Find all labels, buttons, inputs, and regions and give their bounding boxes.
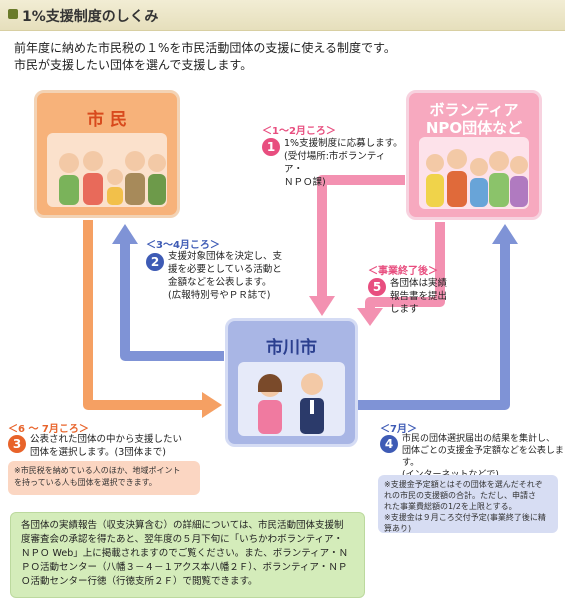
step1-line: 1%支援制度に応募します。: [284, 138, 403, 149]
funding-note-line: ※支援金は９月ころ交付予定(事業終了後に精: [384, 513, 546, 522]
step4-timing: ＜7月＞: [380, 424, 417, 435]
step3-timing: ＜6 ～ 7月ころ＞: [8, 424, 89, 435]
funding-note-line: れた事業費総額の1/2を上限とする。: [384, 502, 517, 511]
city-node: 市川市: [225, 318, 358, 447]
step1-line: ＮＰＯ課): [284, 177, 326, 188]
city-staff-illustration-icon: [238, 362, 345, 436]
citizen-note-line: ※市民税を納めている人のほか、地域ポイント: [14, 466, 181, 475]
report-info-line: Ｏ活動センター行徳（行徳支所２Ｆ）で閲覧できます。: [21, 576, 258, 587]
volunteer-label: ボランティア NPO団体など: [409, 101, 539, 137]
step2-text: 支援対象団体を決定し、支 援を必要としている活動と 金額などを公表します。 (広…: [168, 250, 308, 302]
step5-number: 5: [368, 278, 386, 296]
step5-line: 各団体は実績: [390, 278, 448, 289]
step3-number: 3: [8, 435, 26, 453]
report-info-line: ＮＰＯ Web」上に掲載されますのでご覧ください。また、ボランティア・Ｎ: [21, 548, 349, 559]
step4-number: 4: [380, 435, 398, 453]
header-bullet-icon: [8, 9, 18, 19]
arrow-step1-head: [309, 296, 335, 316]
step2-line: 支援対象団体を決定し、支: [168, 251, 283, 262]
citizen-note: ※市民税を納めている人のほか、地域ポイント を持っている人も団体を選択できます。: [8, 461, 200, 495]
funding-note: ※支援金予定額とはその団体を選んだそれぞ れの市民の支援額の合計。ただし、申請さ…: [378, 475, 558, 533]
arrow-step3-head: [202, 392, 222, 418]
citizen-label: 市 民: [87, 110, 127, 130]
step2-number: 2: [146, 253, 164, 271]
page-title: 1%支援制度のしくみ: [22, 9, 159, 25]
funding-note-line: ※支援金予定額とはその団体を選んだそれぞ: [384, 480, 543, 489]
step4-line: 団体ごとの支援金予定額などを公表します。: [402, 446, 564, 468]
report-info-box: 各団体の実績報告（収支決算含む）の詳細については、市民活動団体支援制 度審査会の…: [10, 512, 365, 598]
step5-line: 報告書を提出: [390, 291, 448, 302]
volunteer-group-illustration-icon: [419, 137, 529, 209]
step2-timing: ＜3～4月ころ＞: [146, 240, 220, 251]
step4-text: 市民の団体選択届出の結果を集計し、 団体ごとの支援金予定額などを公表します。 (…: [402, 433, 564, 481]
arrow-step2: [120, 240, 224, 361]
funding-note-line: れの市民の支援額の合計。ただし、申請さ: [384, 491, 536, 500]
arrow-step3: [83, 220, 205, 410]
arrow-step5-head: [357, 308, 383, 326]
step1-text: 1%支援制度に応募します。 (受付場所:市ボランティア・ ＮＰＯ課): [284, 137, 404, 189]
volunteer-label-line1: ボランティア: [429, 101, 519, 119]
citizen-node: 市 民: [34, 90, 180, 218]
step5-line: します: [390, 304, 419, 315]
arrow-step2-head: [112, 224, 138, 244]
step3-line: 団体を選択します。(3団体まで): [30, 447, 167, 458]
arrow-step4-head: [492, 224, 518, 244]
step1-timing: ＜1～2月ころ＞: [262, 126, 336, 137]
report-info-line: 各団体の実績報告（収支決算含む）の詳細については、市民活動団体支援制: [21, 520, 344, 531]
intro-line-2: 市民が支援したい団体を選んで支援します。: [14, 58, 253, 72]
volunteer-label-line2: NPO団体など: [425, 119, 523, 137]
step1-number: 1: [262, 138, 280, 156]
step2-line: 金額などを公表します。: [168, 277, 272, 288]
step2-line: (広報特別号やＰＲ誌で): [168, 290, 271, 301]
family-illustration-icon: [47, 133, 167, 207]
report-info-line: ＰＯ活動センター（八幡３－４－１アクス本八幡２Ｆ）、ボランティア・ＮＰ: [21, 562, 348, 573]
intro-line-1: 前年度に納めた市民税の１%を市民活動団体の支援に使える制度です。: [14, 41, 396, 55]
volunteer-node: ボランティア NPO団体など: [406, 90, 542, 220]
step3-text: 公表された団体の中から支援したい 団体を選択します。(3団体まで): [30, 433, 220, 459]
citizen-note-line: を持っている人も団体を選択できます。: [14, 478, 157, 487]
step3-line: 公表された団体の中から支援したい: [30, 434, 183, 445]
arrow-step4: [358, 240, 510, 410]
step5-text: 各団体は実績 報告書を提出 します: [390, 277, 480, 316]
page-header: 1%支援制度のしくみ: [0, 0, 565, 31]
funding-note-line: 算あり): [384, 524, 412, 533]
arrow-step1: [317, 175, 405, 300]
city-label: 市川市: [266, 338, 317, 358]
step2-line: 援を必要としている活動と: [168, 264, 282, 275]
step4-line: 市民の団体選択届出の結果を集計し、: [402, 434, 556, 444]
step5-timing: ＜事業終了後＞: [368, 266, 438, 277]
report-info-line: 度審査会の承認を得たあと、翌年度の５月下旬に「いちかわボランティア・: [21, 534, 344, 545]
step1-line: (受付場所:市ボランティア・: [284, 151, 386, 175]
intro-text: 前年度に納めた市民税の１%を市民活動団体の支援に使える制度です。 市民が支援した…: [14, 40, 554, 74]
